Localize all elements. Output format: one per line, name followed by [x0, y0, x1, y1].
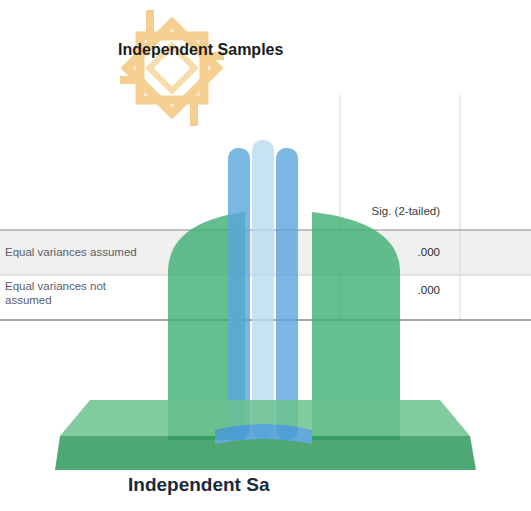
row-header: Equal variances assumed [5, 246, 137, 260]
column-rule [460, 95, 461, 320]
gold-knot [120, 10, 224, 126]
book-base [55, 400, 476, 470]
table-title: Independent Sa [128, 474, 269, 497]
table-title: Independent Samples [118, 40, 283, 59]
table-cell: .000 [418, 284, 440, 298]
blue-pillars [228, 140, 298, 440]
column-header: Sig. (2-tailed) [372, 205, 440, 219]
row-header: Equal variances not assumed [5, 280, 117, 308]
table-cell: .000 [418, 246, 440, 260]
